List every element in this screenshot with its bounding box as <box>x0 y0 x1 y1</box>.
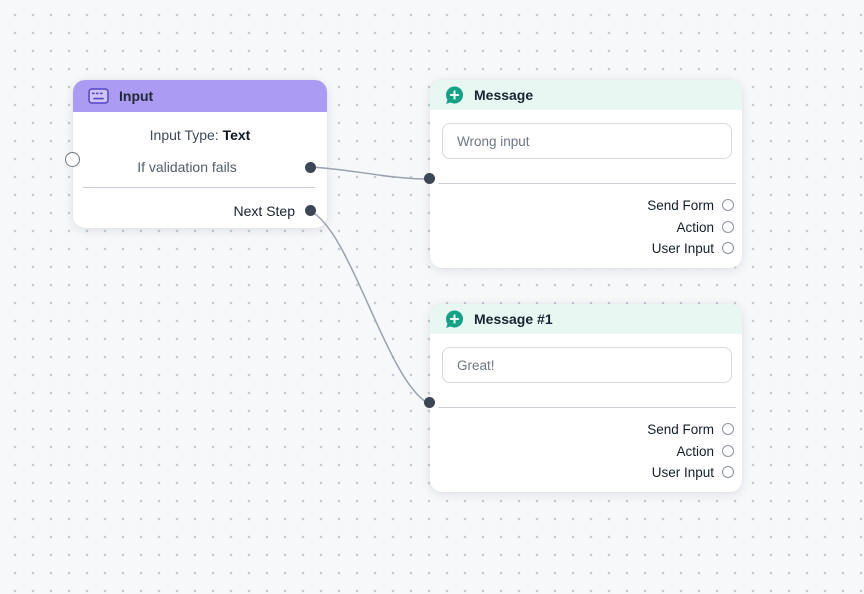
output-row-action: Action <box>676 440 734 462</box>
output-row-user-input: User Input <box>652 461 734 483</box>
node-message1-header[interactable]: Message #1 <box>430 304 742 334</box>
send-form-port[interactable] <box>722 199 734 211</box>
input-node-divider <box>83 187 315 188</box>
validation-fails-label: If validation fails <box>137 159 237 175</box>
edge-nextstep-to-message1[interactable] <box>309 210 427 403</box>
input-target-port[interactable] <box>65 152 80 167</box>
node-message1[interactable]: Message #1 Great! Send Form Action User … <box>424 304 742 492</box>
output-row-send-form: Send Form <box>647 418 734 440</box>
action-port[interactable] <box>722 221 734 233</box>
validation-fails-port[interactable] <box>305 162 316 173</box>
node-message1-title: Message #1 <box>474 311 553 327</box>
message1-node-divider <box>438 407 736 408</box>
message-node-divider <box>438 183 736 184</box>
input-type-row: Input Type: Text <box>73 124 327 146</box>
user-input-port[interactable] <box>722 466 734 478</box>
input-type-value: Text <box>222 127 251 143</box>
output-row-user-input: User Input <box>652 237 734 259</box>
output-row-action: Action <box>676 216 734 238</box>
next-step-port[interactable] <box>305 205 316 216</box>
send-form-label: Send Form <box>647 197 714 213</box>
chat-plus-icon <box>445 86 464 105</box>
node-message-header[interactable]: Message <box>430 80 742 110</box>
next-step-label: Next Step <box>233 203 295 219</box>
node-input-title: Input <box>119 88 154 104</box>
chat-plus-icon <box>445 310 464 329</box>
user-input-port[interactable] <box>722 242 734 254</box>
send-form-label: Send Form <box>647 421 714 437</box>
action-label: Action <box>676 443 714 459</box>
user-input-label: User Input <box>651 240 714 256</box>
node-input[interactable]: Input Input Type: Text If validation fai… <box>65 80 327 228</box>
action-port[interactable] <box>722 445 734 457</box>
input-type-label: Input Type: <box>149 127 219 143</box>
node-message[interactable]: Message Wrong input Send Form Action Use… <box>424 80 742 268</box>
output-row-send-form: Send Form <box>647 194 734 216</box>
edge-validation-to-message[interactable] <box>309 166 427 180</box>
node-message-title: Message <box>474 87 534 103</box>
action-label: Action <box>676 219 714 235</box>
message1-in-port[interactable] <box>424 397 435 408</box>
node-input-header[interactable]: Input <box>73 80 327 112</box>
user-input-label: User Input <box>651 464 714 480</box>
send-form-port[interactable] <box>722 423 734 435</box>
keyboard-icon <box>88 88 109 104</box>
message1-text-input[interactable]: Great! <box>442 347 732 383</box>
message-text-input[interactable]: Wrong input <box>442 123 732 159</box>
message-in-port[interactable] <box>424 173 435 184</box>
